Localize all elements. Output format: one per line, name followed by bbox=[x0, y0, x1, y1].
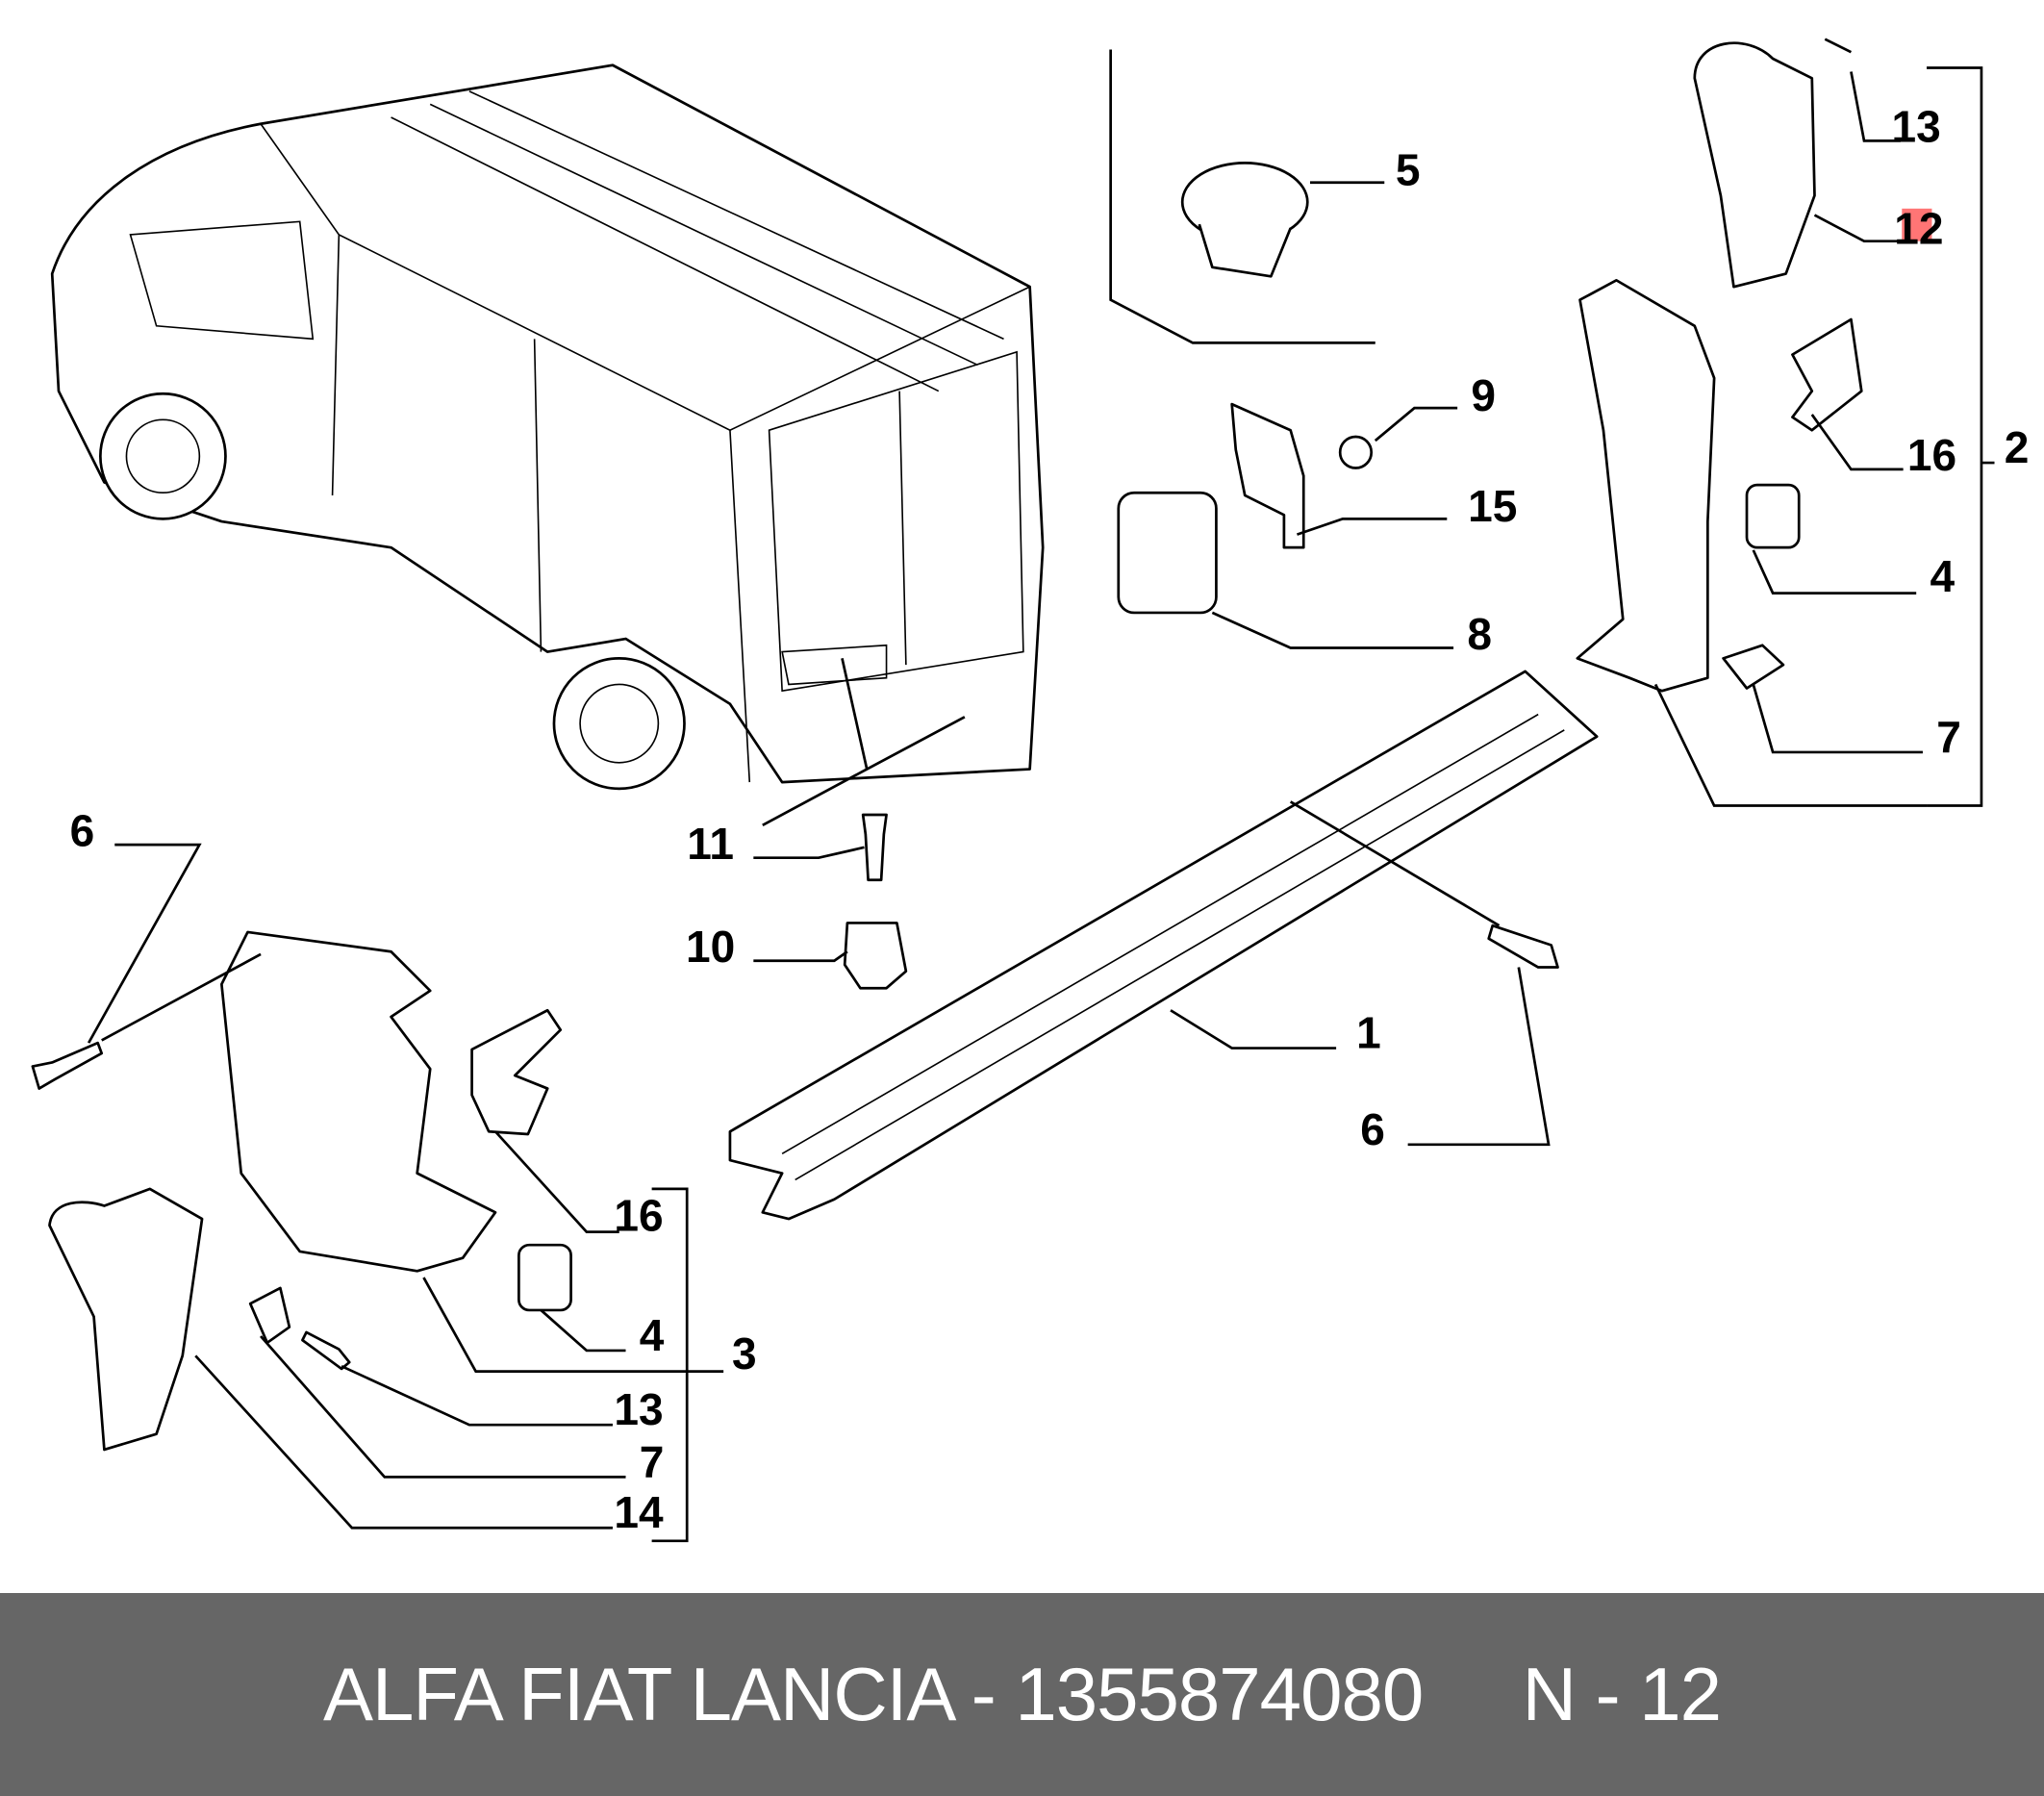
part-3-side-trim bbox=[220, 930, 497, 1273]
part-16-right bbox=[1791, 317, 1863, 432]
part-2-side-trim bbox=[1576, 279, 1716, 693]
leader-lines bbox=[87, 71, 1928, 1530]
part-12-end-cap bbox=[1693, 41, 1816, 289]
callout-6-left: 6 bbox=[70, 805, 95, 855]
part-5-plug bbox=[1180, 162, 1309, 278]
callout-13-top: 13 bbox=[1892, 102, 1941, 152]
callout-7-right: 7 bbox=[1936, 712, 1961, 762]
callout-16-right: 16 bbox=[1907, 430, 1956, 480]
callout-3: 3 bbox=[732, 1328, 757, 1379]
part-8-cap bbox=[1117, 491, 1218, 615]
position-label: N - 12 bbox=[1522, 1652, 1722, 1736]
part-7-left bbox=[248, 1286, 291, 1345]
callout-10: 10 bbox=[686, 922, 735, 972]
part-14-end-cap bbox=[48, 1187, 204, 1452]
callout-4-right: 4 bbox=[1930, 551, 1955, 601]
group-bracket-5 bbox=[1109, 49, 1375, 344]
part-13-screw-left bbox=[301, 1330, 351, 1371]
brand-name: ALFA FIAT LANCIA bbox=[323, 1652, 952, 1736]
part-7-right bbox=[1722, 644, 1785, 690]
callout-9: 9 bbox=[1471, 370, 1496, 420]
callout-4-left: 4 bbox=[640, 1310, 665, 1360]
part-number: 1355874080 bbox=[1015, 1652, 1424, 1736]
highlight-12 bbox=[1902, 208, 1932, 241]
part-16-left bbox=[470, 1008, 563, 1136]
callout-12: 12 bbox=[1894, 203, 1943, 253]
footer-bar: ALFA FIAT LANCIA - 1355874080 N - 12 bbox=[0, 1593, 2044, 1796]
part-11-bolt bbox=[861, 813, 888, 882]
callout-8: 8 bbox=[1467, 609, 1492, 659]
part-1-side-step bbox=[728, 670, 1599, 1221]
part-4-left bbox=[517, 1243, 572, 1312]
callout-11: 11 bbox=[687, 819, 734, 869]
part-15-bracket bbox=[1230, 402, 1305, 549]
part-6-bolt-right bbox=[1487, 923, 1559, 969]
footer-caption: ALFA FIAT LANCIA - 1355874080 N - 12 bbox=[323, 1651, 1722, 1738]
parts-diagram: 5 13 12 2 16 9 15 4 8 7 11 10 6 1 6 16 4… bbox=[31, 38, 2030, 1543]
callout-2: 2 bbox=[2005, 422, 2030, 472]
van-illustration bbox=[50, 63, 1045, 791]
callout-1: 1 bbox=[1356, 1008, 1381, 1058]
callout-14: 14 bbox=[614, 1487, 664, 1537]
callout-5: 5 bbox=[1396, 144, 1421, 194]
callout-13-left: 13 bbox=[614, 1384, 663, 1434]
callout-6-bottom: 6 bbox=[1360, 1104, 1385, 1154]
part-4-right bbox=[1745, 483, 1801, 549]
callout-16-left: 16 bbox=[614, 1190, 663, 1240]
part-6-bolt-left bbox=[31, 1041, 104, 1090]
part-9-nut bbox=[1338, 435, 1374, 469]
separator: - bbox=[951, 1652, 1016, 1736]
part-10-clip bbox=[843, 922, 908, 990]
callout-15: 15 bbox=[1468, 481, 1517, 531]
callout-7-left: 7 bbox=[640, 1436, 665, 1486]
